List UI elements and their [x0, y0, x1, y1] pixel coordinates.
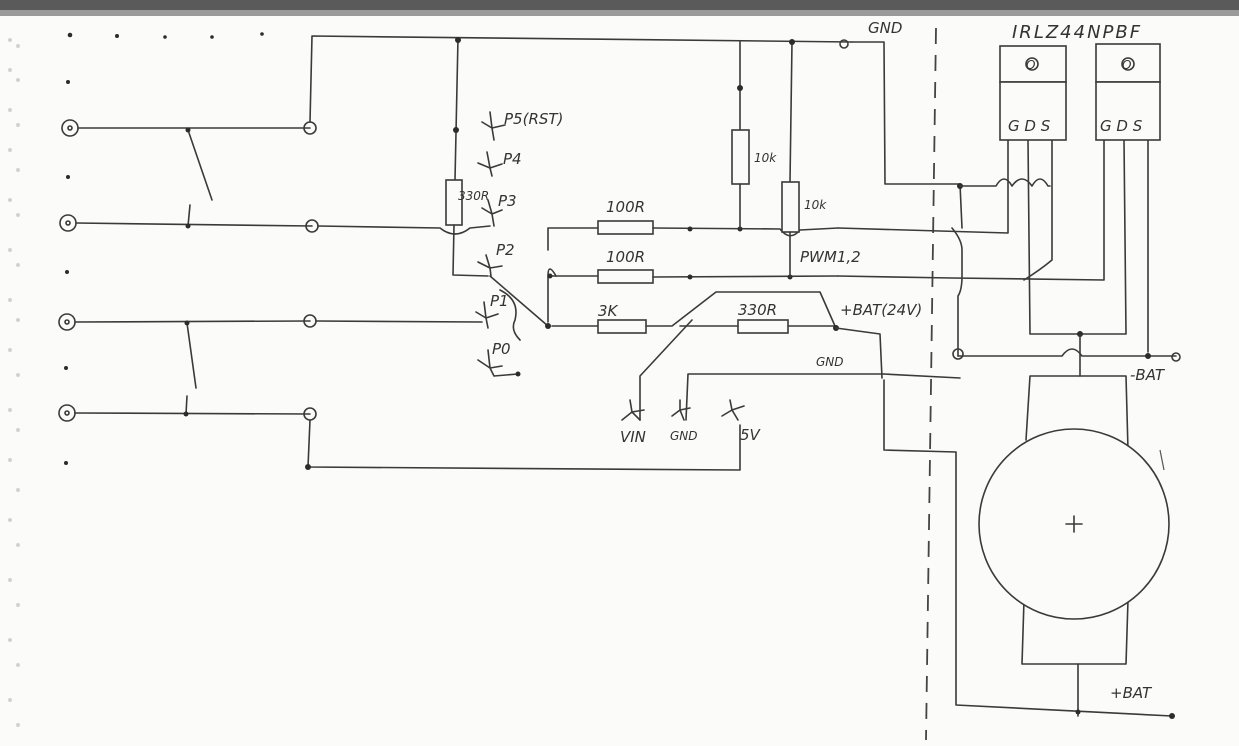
bat-24v-label: +BAT(24V) [840, 301, 922, 319]
perforated-margin [8, 38, 20, 727]
mosfet1-pin-labels: G D S [1008, 117, 1051, 135]
header-5v-label: 5V [740, 426, 762, 444]
mosfet1-tab-label: O [1026, 58, 1035, 72]
mosfet2-tab-label: O [1122, 58, 1131, 72]
pin-p4-label: P4 [503, 150, 522, 168]
mosfet2-pin-labels: G D S [1100, 117, 1143, 135]
resistor-3k [597, 319, 647, 334]
resistor-10k-a [731, 129, 750, 185]
mosfet-part-label: IRLZ44NPBF [1012, 22, 1142, 43]
resistor-100r-b [597, 269, 654, 284]
labels: GND IRLZ44NPBF G D S G D S O O P5(RST) P… [458, 19, 1166, 702]
header-vin-label: VIN [620, 428, 646, 446]
resistor-330r-horizontal [737, 319, 789, 334]
pin-p5-label: P5(RST) [504, 110, 563, 128]
resistor-100r-b-label: 100R [606, 248, 645, 266]
pin-p2-label: P2 [496, 241, 515, 259]
resistor-10k-a-label: 10k [754, 151, 777, 165]
pin-p0-label: P0 [492, 340, 511, 358]
pulldown-resistors [731, 39, 800, 278]
pin-p3-label: P3 [498, 192, 517, 210]
plus-bat-label: +BAT [1110, 684, 1153, 702]
resistor-100r-a-label: 100R [606, 198, 645, 216]
resistor-10k-b [781, 181, 800, 233]
mosfet-2 [1095, 43, 1161, 141]
pwm-label: PWM1,2 [800, 248, 861, 266]
resistor-330r-vertical-label: 330R [458, 189, 489, 203]
mosfet-1 [999, 45, 1067, 141]
left-wiring [74, 35, 853, 471]
header-gnd-label: GND [670, 429, 698, 443]
resistor-330r-horizontal-label: 330R [738, 301, 777, 319]
pin-p1-label: P1 [490, 292, 509, 310]
resistor-10k-b-label: 10k [804, 198, 827, 212]
power-header [621, 319, 1175, 719]
resistor-3k-label: 3K [598, 302, 619, 320]
gnd-mid-label: GND [816, 355, 844, 369]
header-and-330r [445, 37, 551, 377]
left-connectors [58, 119, 79, 422]
scan-top-border-dark [0, 0, 1239, 10]
grid-dots [64, 32, 264, 465]
power-stage [837, 39, 1181, 717]
middle-resistors [547, 220, 883, 379]
board-separator-dashed-line [925, 27, 937, 741]
minus-bat-label: -BAT [1130, 366, 1166, 384]
resistor-100r-a [597, 220, 654, 235]
gnd-top-label: GND [868, 19, 902, 37]
